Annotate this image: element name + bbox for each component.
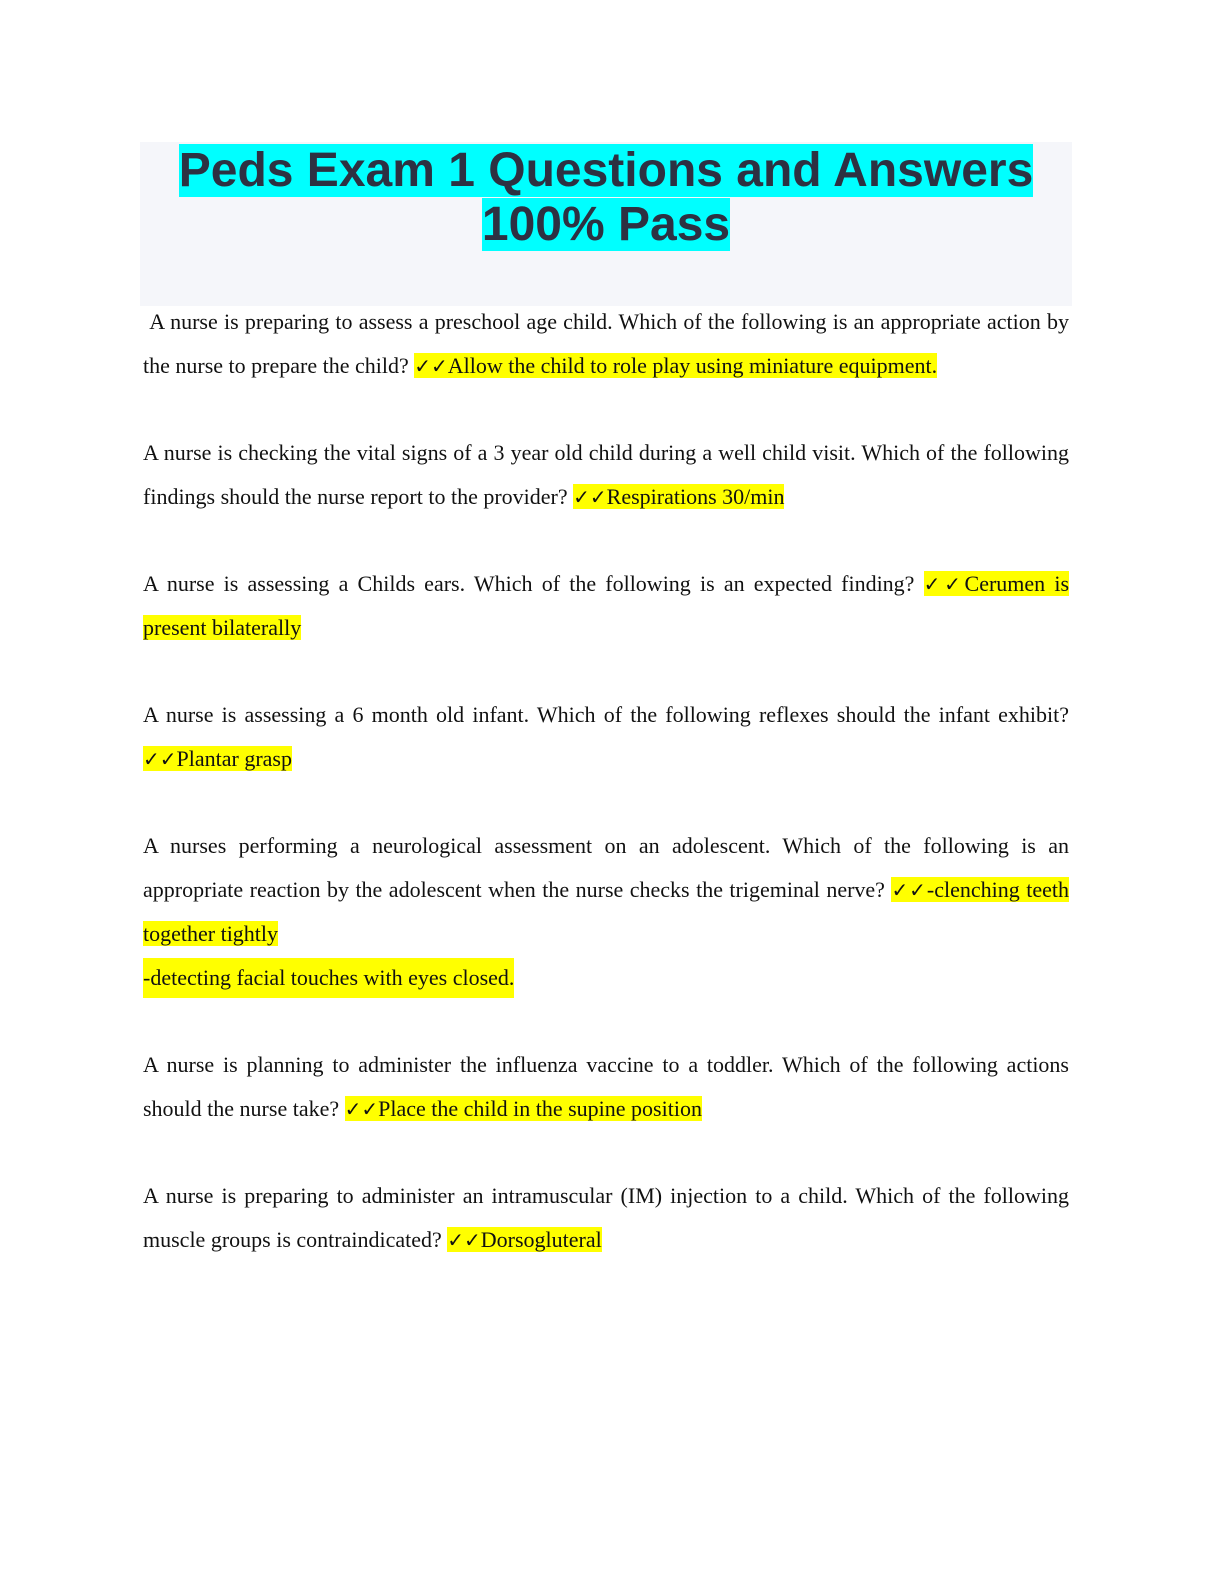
question-text: A nurse is preparing to administer an in… [143,1183,1069,1252]
answer-text: Cerumen is present bilaterally [143,571,1070,640]
question-item: A nurse is checking the vital signs of a… [143,431,1069,519]
question-item: A nurse is planning to administer the in… [143,1043,1069,1131]
double-check-icon: ✓✓ [447,1228,481,1252]
question-item: A nurse is preparing to administer an in… [143,1174,1069,1262]
answer-highlight: ✓✓Place the child in the supine position [344,1096,702,1121]
title-line-2: 100% Pass [481,198,731,251]
double-check-icon: ✓✓ [891,878,927,902]
answer-text: Place the child in the supine position [378,1096,702,1121]
question-text: A nurse is assessing a Childs ears. Whic… [143,571,915,596]
questions-list: A nurse is preparing to assess a prescho… [143,300,1070,1305]
answer-text: Plantar grasp [176,746,292,771]
question-text: A nurse is preparing to assess a prescho… [143,309,1069,378]
question-item: A nurse is assessing a 6 month old infan… [143,693,1069,781]
answer-text: Dorsogluteral [480,1227,602,1252]
answer-highlight: ✓✓Plantar grasp [143,746,292,771]
question-text: A nurses performing a neurological asses… [143,833,1069,902]
answer-highlight: ✓✓Allow the child to role play using min… [414,353,938,378]
title-banner: Peds Exam 1 Questions and Answers 100% P… [140,142,1072,306]
document-title: Peds Exam 1 Questions and Answers 100% P… [140,142,1072,252]
question-text: A nurse is assessing a 6 month old infan… [143,702,1069,727]
answer-highlight: ✓✓Dorsogluteral [447,1227,602,1252]
title-line-1: Peds Exam 1 Questions and Answers [178,144,1034,197]
question-item: A nurse is preparing to assess a prescho… [143,300,1069,388]
question-text: A nurse is planning to administer the in… [143,1052,1069,1121]
question-item: A nurses performing a neurological asses… [143,824,1069,1000]
double-check-icon: ✓✓ [414,354,448,378]
answer-highlight: ✓✓Respirations 30/min [573,484,785,509]
answer-text: Respirations 30/min [606,484,785,509]
answer-text: Allow the child to role play using minia… [447,353,938,378]
answer-text-line-2: -detecting facial touches with eyes clos… [143,958,515,998]
double-check-icon: ✓✓ [573,485,607,509]
double-check-icon: ✓✓ [344,1097,379,1121]
question-item: A nurse is assessing a Childs ears. Whic… [143,562,1070,650]
question-text: A nurse is checking the vital signs of a… [143,440,1069,509]
answer-text: -clenching teeth together tightly [143,877,1069,946]
double-check-icon: ✓✓ [923,572,965,596]
double-check-icon: ✓✓ [143,747,177,771]
